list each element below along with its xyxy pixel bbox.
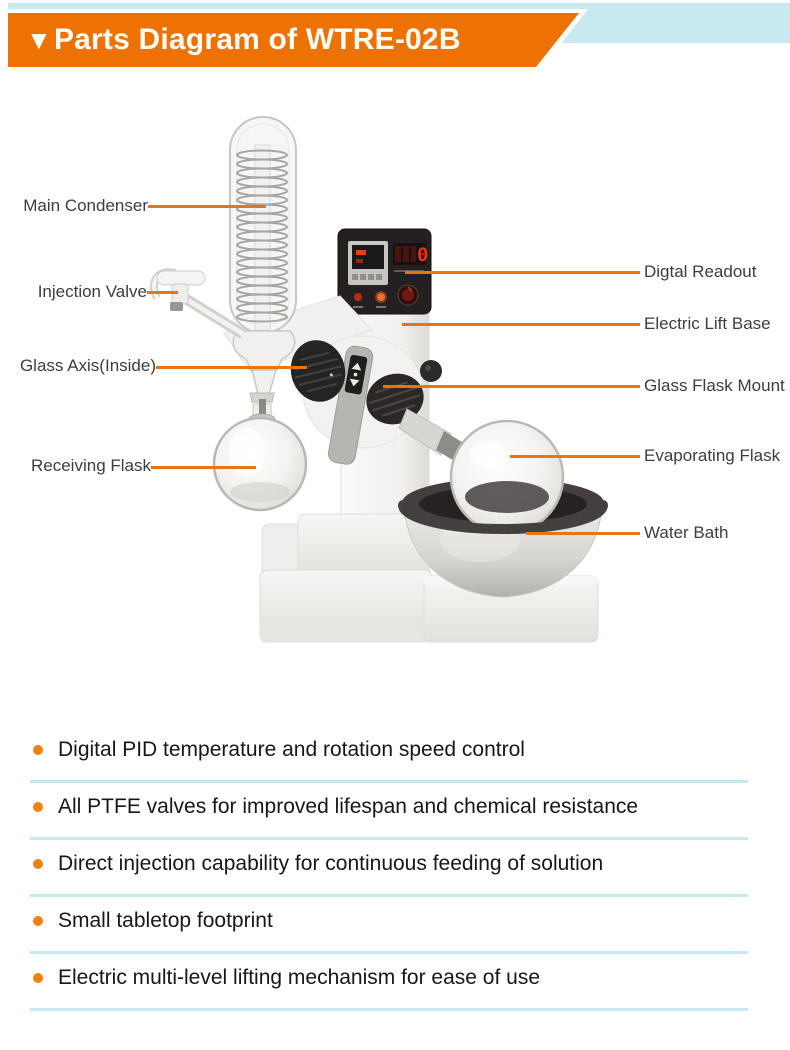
bullet-icon xyxy=(33,745,43,755)
feature-text: All PTFE valves for improved lifespan an… xyxy=(58,795,639,818)
triangle-marker-icon: ▼ xyxy=(26,24,52,55)
bullet-icon xyxy=(33,802,43,812)
leader-line-digital-readout xyxy=(405,271,640,274)
base-plates xyxy=(259,513,599,643)
label-injection-valve: Injection Valve xyxy=(37,282,147,301)
leader-line-receiving-flask xyxy=(151,466,256,469)
feature-item: Direct injection capability for continuo… xyxy=(30,840,748,897)
leader-line-glass-axis xyxy=(156,366,307,369)
leader-line-glass-flask-mount xyxy=(383,385,640,388)
feature-text: Small tabletop footprint xyxy=(58,909,273,932)
label-digital-readout: Digtal Readout xyxy=(644,262,757,281)
feature-item: Electric multi-level lifting mechanism f… xyxy=(30,954,748,1011)
control-panel: 0 xyxy=(337,228,432,315)
label-receiving-flask: Receiving Flask xyxy=(31,456,151,475)
feature-text: Electric multi-level lifting mechanism f… xyxy=(58,966,541,989)
lift-handle xyxy=(327,345,374,465)
bullet-icon xyxy=(33,859,43,869)
label-water-bath: Water Bath xyxy=(644,523,729,542)
water-bath-front-rim xyxy=(398,500,608,534)
label-evaporating-flask: Evaporating Flask xyxy=(644,446,781,465)
label-electric-lift-base: Electric Lift Base xyxy=(644,314,771,333)
bullet-icon xyxy=(33,973,43,983)
leader-line-injection-valve xyxy=(147,291,178,294)
glass-funnel xyxy=(232,330,296,399)
leader-line-evaporating-flask xyxy=(510,455,640,458)
bullet-icon xyxy=(33,916,43,926)
label-glass-axis: Glass Axis(Inside) xyxy=(19,356,156,375)
main-condenser xyxy=(229,116,297,334)
receiving-flask xyxy=(212,392,308,512)
header-banner: ▼ Parts Diagram of WTRE-02B xyxy=(8,13,579,67)
feature-text: Direct injection capability for continuo… xyxy=(58,852,604,875)
leader-line-main-condenser xyxy=(148,205,266,208)
condenser-coil xyxy=(236,149,288,323)
feature-item: All PTFE valves for improved lifespan an… xyxy=(30,783,748,840)
label-main-condenser: Main Condenser xyxy=(23,196,148,215)
injection-valve xyxy=(150,268,246,339)
feature-item: Digital PID temperature and rotation spe… xyxy=(30,726,748,783)
evaporating-flask xyxy=(449,419,565,535)
leader-line-water-bath xyxy=(526,532,640,535)
feature-item: Small tabletop footprint xyxy=(30,897,748,954)
label-glass-flask-mount: Glass Flask Mount xyxy=(644,376,785,395)
leader-line-electric-lift-base xyxy=(402,323,640,326)
readout-value: 0 xyxy=(417,244,428,266)
feature-list: Digital PID temperature and rotation spe… xyxy=(30,726,748,1011)
page-title: Parts Diagram of WTRE-02B xyxy=(53,23,461,56)
feature-text: Digital PID temperature and rotation spe… xyxy=(58,738,525,761)
digital-readout-display: 0 xyxy=(393,243,428,266)
